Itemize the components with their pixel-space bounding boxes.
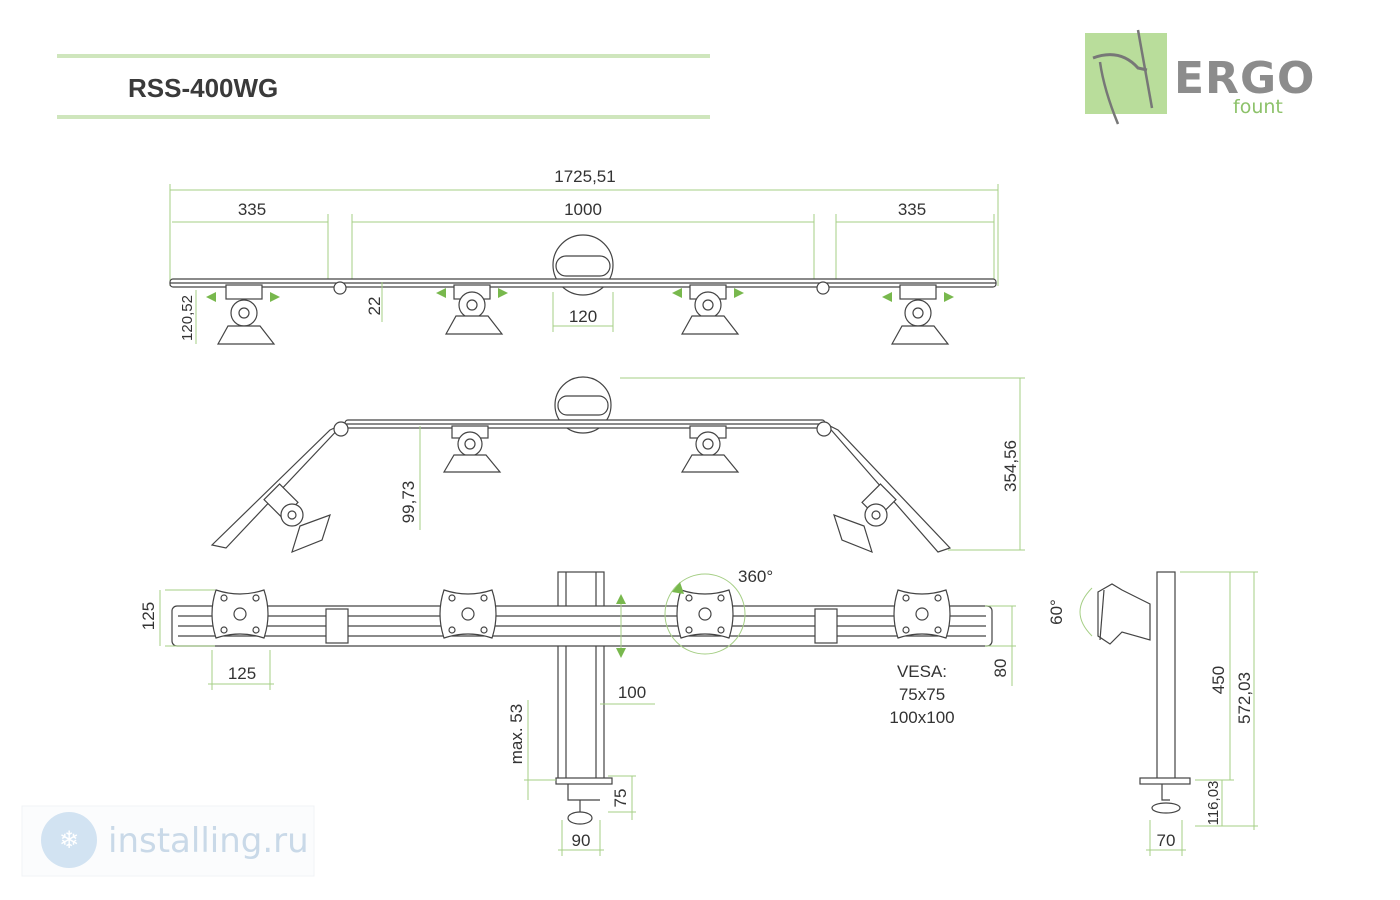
- angled-view: 354,56 99,73: [210, 376, 1025, 554]
- angled-right-rail: [825, 423, 952, 553]
- logo-sub-text: fount: [1233, 96, 1283, 118]
- vesa-plate-3: [664, 573, 746, 655]
- svg-text:❄: ❄: [59, 826, 79, 854]
- dim-arm-depth: 120,52: [179, 295, 196, 341]
- vesa-title: VESA:: [897, 662, 947, 681]
- vesa-plate-1: [211, 589, 269, 639]
- vesa-plate-4: [893, 589, 951, 639]
- dim-plate-width: 125: [228, 664, 256, 683]
- ergofount-logo: ERGO fount: [1085, 29, 1315, 125]
- dim-head-offset: 99,73: [399, 481, 418, 524]
- monitor-head-4: [882, 284, 954, 345]
- angled-head-3: [680, 425, 740, 473]
- front-pole: [557, 571, 605, 781]
- dim-center-section: 1000: [564, 200, 602, 219]
- dim-tilt: 60°: [1047, 599, 1066, 625]
- vesa-plate-2: [439, 589, 497, 639]
- dim-clamp-depth: 75: [611, 789, 630, 808]
- angled-head-4: [833, 483, 897, 554]
- dim-angled-depth: 354,56: [1001, 440, 1020, 492]
- dim-rail-offset: 22: [365, 297, 384, 316]
- dim-clamp-width: 90: [572, 831, 591, 850]
- front-view: 125 125 360° 80 VESA: 75x75 100x100 100 …: [139, 567, 1016, 856]
- monitor-head-3: [672, 284, 744, 335]
- dim-left-section: 335: [238, 200, 266, 219]
- dim-front-pole-width: 100: [618, 683, 646, 702]
- dim-bar-height: 80: [991, 659, 1010, 678]
- watermark: ❄ installing.ru: [21, 805, 315, 877]
- ergofount-arm-logo-icon: [1085, 33, 1167, 114]
- dim-clamp-range: max. 53: [507, 704, 526, 764]
- vesa-size-2: 100x100: [889, 708, 954, 727]
- rotation-label: 360°: [738, 567, 773, 586]
- dim-plate-height: 125: [139, 602, 158, 630]
- dim-pole-height: 450: [1209, 666, 1228, 694]
- angled-head-2: [442, 425, 502, 473]
- monitor-head-1: [206, 284, 280, 345]
- side-pole: [1156, 571, 1176, 781]
- pole-outline-angled: [554, 376, 612, 434]
- snowflake-logo-icon: [41, 812, 97, 868]
- model-title: RSS-400WG: [128, 73, 278, 103]
- angled-head-1: [263, 483, 331, 554]
- dim-right-section: 335: [898, 200, 926, 219]
- dim-pole-width: 120: [569, 307, 597, 326]
- pole-outline: [552, 234, 614, 296]
- top-view: 1725,51 335 1000 335 120,52 22 120: [169, 167, 999, 345]
- side-view: 60° 450 572,03 116,03 70: [1047, 571, 1258, 856]
- monitor-head-2: [436, 284, 508, 335]
- watermark-text: installing.ru: [108, 821, 309, 861]
- dim-total-width: 1725,51: [554, 167, 615, 186]
- dim-clamp-height: 116,03: [1205, 781, 1222, 826]
- dim-total-height: 572,03: [1235, 672, 1254, 724]
- header: RSS-400WG: [57, 54, 710, 119]
- dim-base-width: 70: [1157, 831, 1176, 850]
- side-head: [1097, 583, 1151, 645]
- logo-brand-text: ERGO: [1174, 53, 1315, 104]
- vesa-size-1: 75x75: [899, 685, 945, 704]
